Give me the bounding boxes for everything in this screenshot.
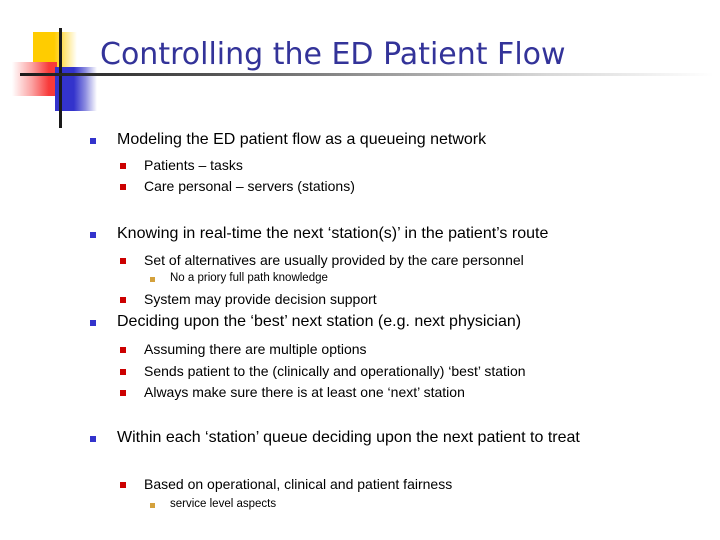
bullet-text: Within each ‘station’ queue deciding upo… <box>117 429 580 446</box>
bullet-marker-icon <box>120 163 126 169</box>
bullet-marker-icon <box>120 258 126 264</box>
bullet-item-level2: Patients – tasks <box>120 156 680 174</box>
bullet-marker-icon <box>120 347 126 353</box>
bullet-marker-icon <box>120 297 126 303</box>
bullet-item-level1: Modeling the ED patient flow as a queuei… <box>90 130 690 150</box>
bullet-text: Patients – tasks <box>144 157 243 173</box>
title-underline-rule <box>20 73 714 76</box>
bullet-text: Knowing in real-time the next ‘station(s… <box>117 225 549 242</box>
bullet-text: Assuming there are multiple options <box>144 341 367 357</box>
bullet-text: Always make sure there is at least one ‘… <box>144 384 465 400</box>
bullet-marker-icon <box>120 482 126 488</box>
bullet-text: No a priory full path knowledge <box>170 272 328 284</box>
bullet-text: System may provide decision support <box>144 291 377 307</box>
bullet-marker-icon <box>120 369 126 375</box>
bullet-item-level2: System may provide decision support <box>120 290 680 308</box>
bullet-marker-icon <box>90 138 96 144</box>
bullet-item-level2: Set of alternatives are usually provided… <box>120 251 680 269</box>
bullet-item-level2: Always make sure there is at least one ‘… <box>120 383 680 401</box>
bullet-marker-icon <box>90 320 96 326</box>
bullet-marker-icon <box>150 503 155 508</box>
bullet-item-level3: No a priory full path knowledge <box>150 271 680 286</box>
bullet-item-level2: Based on operational, clinical and patie… <box>120 475 680 493</box>
bullet-marker-icon <box>120 184 126 190</box>
bullet-text: service level aspects <box>170 498 277 510</box>
bullet-text: Modeling the ED patient flow as a queuei… <box>117 131 487 148</box>
bullet-item-level2: Care personal – servers (stations) <box>120 177 680 195</box>
bullet-marker-icon <box>150 277 155 282</box>
bullet-text: Deciding upon the ‘best’ next station (e… <box>117 313 522 330</box>
bullet-marker-icon <box>120 390 126 396</box>
bullet-item-level2: Assuming there are multiple options <box>120 340 680 358</box>
bullet-text: Set of alternatives are usually provided… <box>144 252 524 268</box>
bullet-marker-icon <box>90 232 96 238</box>
vertical-rule-icon <box>59 28 62 128</box>
bullet-text: Based on operational, clinical and patie… <box>144 476 453 492</box>
slide-body: Modeling the ED patient flow as a queuei… <box>0 112 720 540</box>
bullet-item-level1: Deciding upon the ‘best’ next station (e… <box>90 312 690 332</box>
bullet-text: Care personal – servers (stations) <box>144 178 355 194</box>
red-gradient-square-icon <box>12 62 57 96</box>
bullet-item-level1: Within each ‘station’ queue deciding upo… <box>90 428 690 448</box>
bullet-item-level3: service level aspects <box>150 497 680 512</box>
slide-title: Controlling the ED Patient Flow <box>100 37 566 72</box>
bullet-marker-icon <box>90 436 96 442</box>
bullet-item-level1: Knowing in real-time the next ‘station(s… <box>90 224 690 244</box>
bullet-text: Sends patient to the (clinically and ope… <box>144 363 526 379</box>
bullet-item-level2: Sends patient to the (clinically and ope… <box>120 362 680 380</box>
